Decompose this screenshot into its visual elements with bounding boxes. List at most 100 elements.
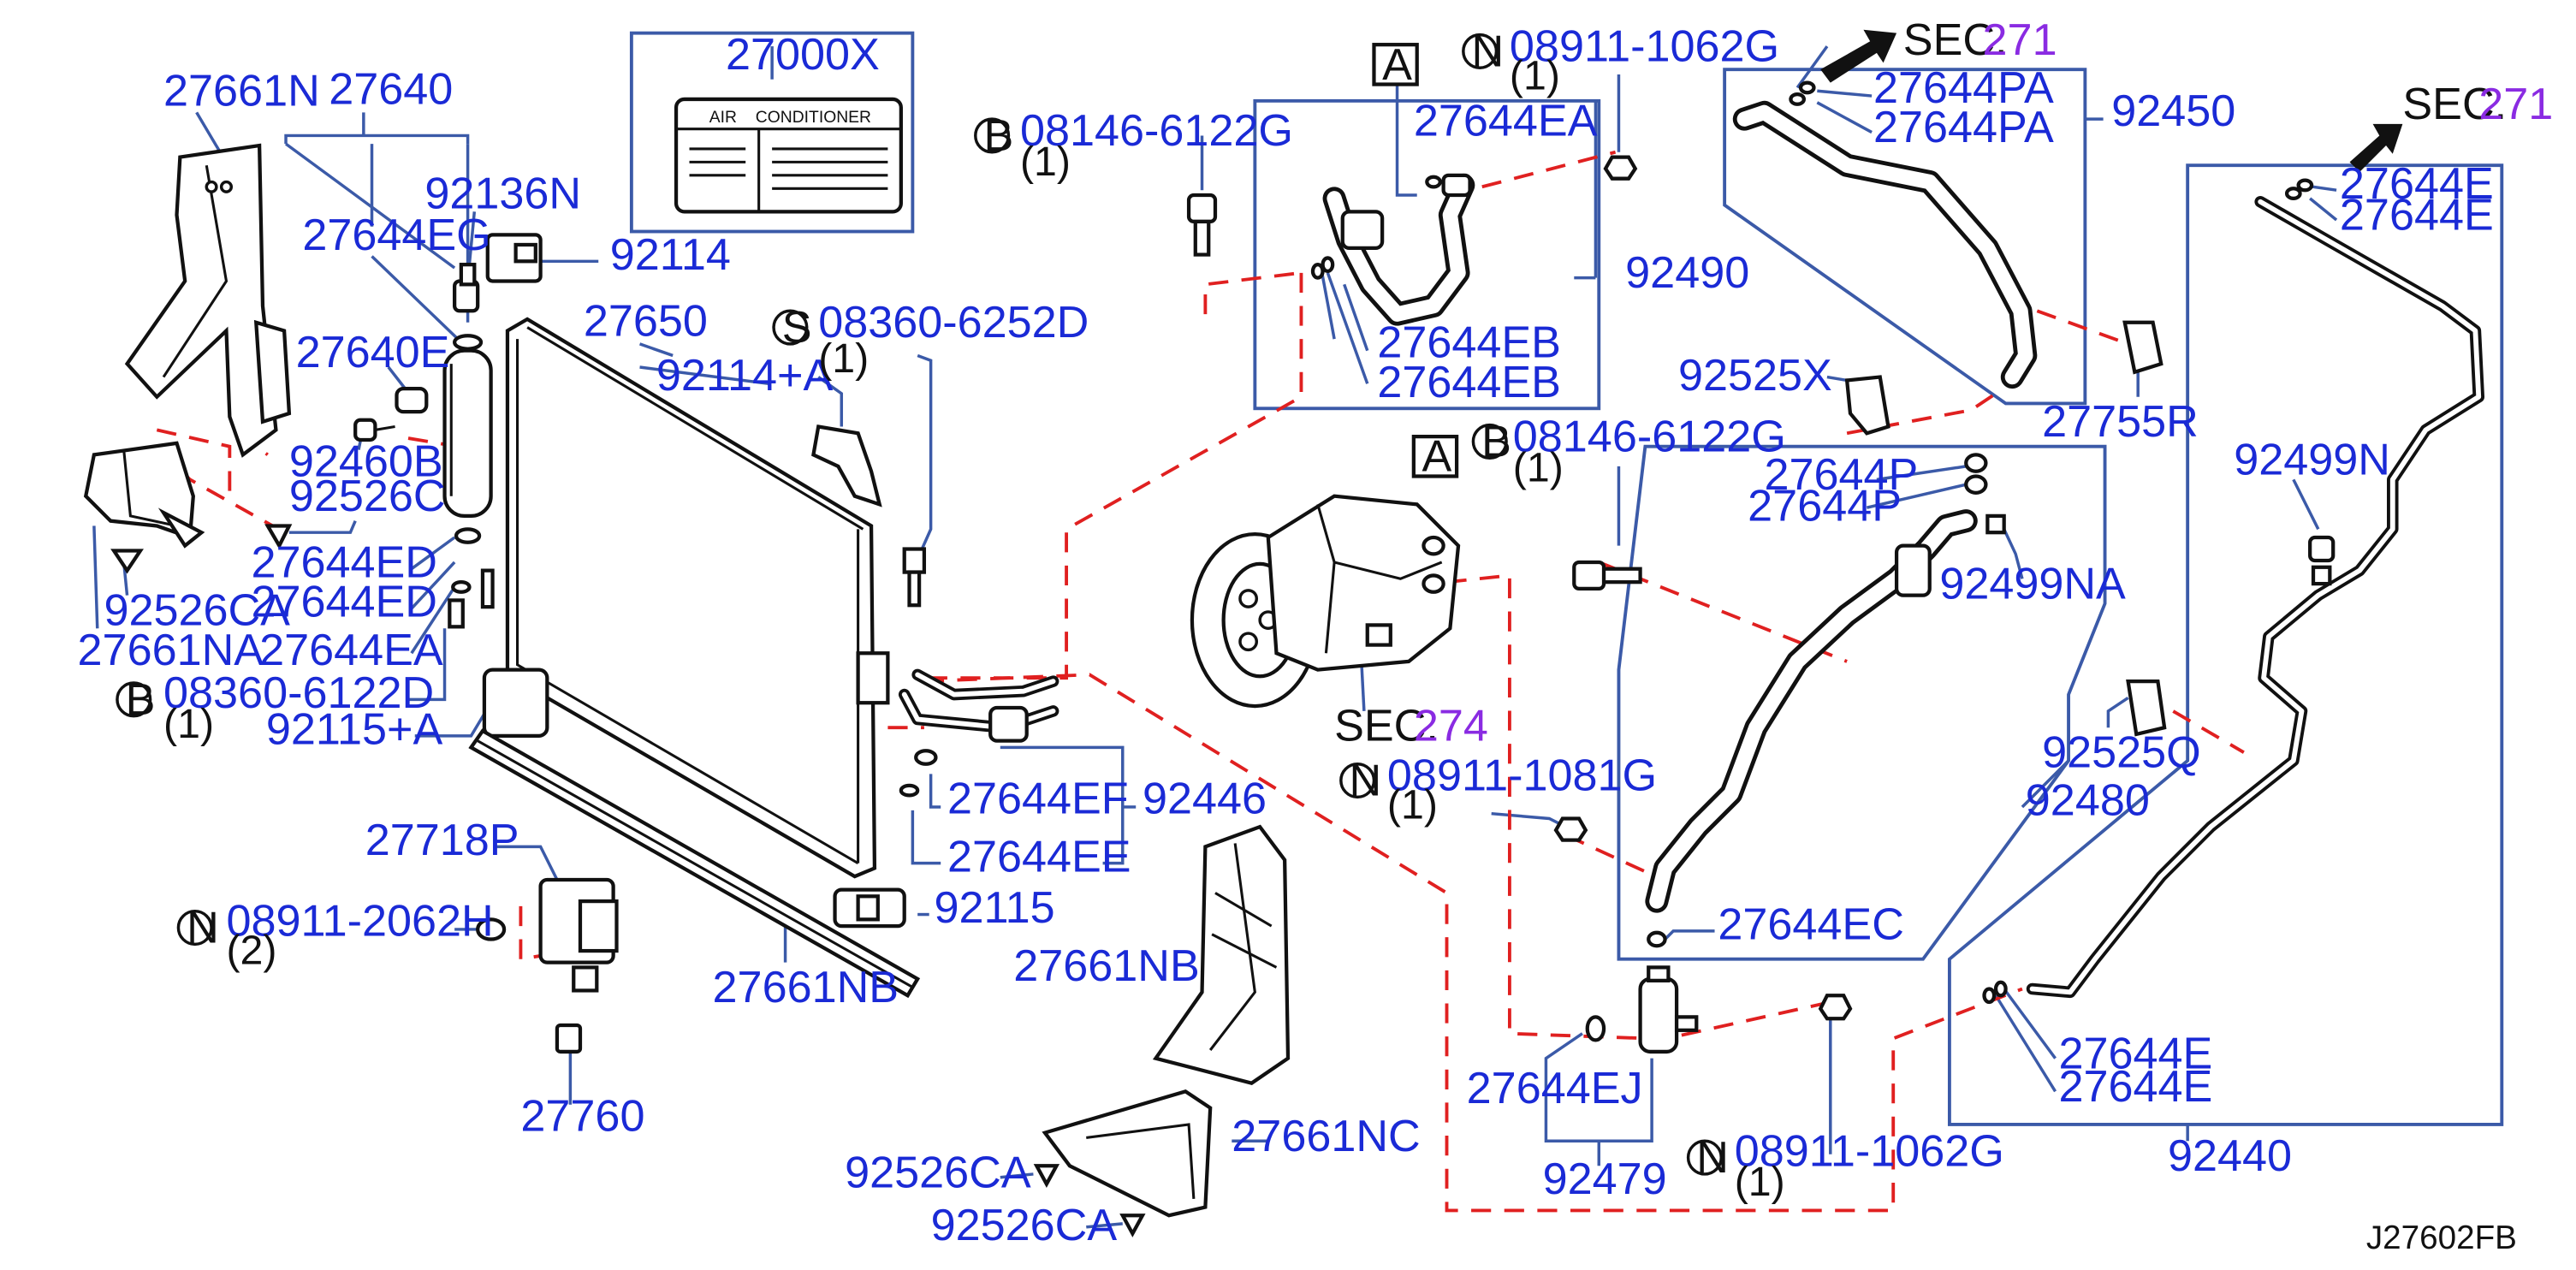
- condenser-27650: [482, 317, 890, 879]
- box-92490: [1253, 98, 1601, 411]
- sec-271-top-label: SEC.: [1903, 15, 2008, 65]
- leader-lines: [92, 45, 2338, 1229]
- label-27718P: 27718P: [365, 816, 519, 865]
- clip-92525X: [1844, 375, 1890, 436]
- label-92526C: 92526C: [289, 472, 446, 521]
- bracket-27718P: [476, 877, 619, 993]
- bolt-08360-6252D: [902, 547, 927, 608]
- qty-08911-1062G-top: (1): [1510, 52, 1560, 98]
- qty-08360-6252D: (1): [818, 335, 869, 382]
- label-92440: 92440: [2168, 1131, 2292, 1181]
- label-27661NA: 27661NA: [78, 626, 264, 675]
- compressor-sec-274: [1190, 494, 1461, 709]
- left-air-guide-27661NA: [83, 441, 205, 549]
- label-27644E-c: 27644E: [2058, 1029, 2212, 1078]
- label-92525X: 92525X: [1678, 351, 1832, 401]
- label-27644P-b: 27644P: [1748, 482, 1902, 531]
- label-27644EC: 27644EC: [1718, 900, 1903, 950]
- air-guide-27661NC: [1042, 1089, 1213, 1218]
- qty-08911-1081G: (1): [1387, 781, 1438, 828]
- label-27644EF: 27644EF: [947, 774, 1129, 824]
- label-27661NC: 27661NC: [1232, 1112, 1420, 1161]
- label-27644ED-b: 27644ED: [251, 578, 437, 627]
- air-guide-27661NB-right: [1152, 824, 1291, 1085]
- prefix-n-mid: N: [1349, 756, 1381, 805]
- label-92526CA-b: 92526CA: [931, 1201, 1118, 1250]
- nut-08911-1081G: [1553, 816, 1588, 842]
- arrow-sec-271-top: [1820, 29, 1897, 83]
- bracket-92114-A: [811, 424, 882, 507]
- qty-08911-1062G-bot: (1): [1735, 1159, 1785, 1205]
- bracket-27640E: [110, 386, 429, 574]
- label-92479: 92479: [1543, 1154, 1667, 1204]
- bracket-92115: [833, 887, 906, 929]
- label-92526CA-left: 92526CA: [104, 585, 290, 635]
- marker-a-mid-text: A: [1422, 432, 1452, 482]
- clip-92525Q: [2126, 679, 2167, 737]
- clips-92526CA: [1033, 1164, 1146, 1237]
- label-27755R: 27755R: [2042, 397, 2199, 447]
- box-92450: [1723, 68, 2087, 406]
- label-27644PA-a: 27644PA: [1873, 63, 2054, 113]
- label-92136N: 92136N: [424, 169, 581, 218]
- label-27644EB-b: 27644EB: [1377, 358, 1561, 407]
- sec-271-right-label: SEC.: [2402, 80, 2507, 129]
- prefix-n-bot: N: [1696, 1133, 1729, 1183]
- label-27640E: 27640E: [296, 328, 450, 377]
- qty-08146-6122G-top: (1): [1020, 139, 1071, 185]
- qty-08911-2062H: (2): [226, 928, 276, 974]
- label-27644EE: 27644EE: [947, 832, 1131, 881]
- hose-92480: [1645, 453, 2006, 948]
- hose-92490: [1310, 155, 1638, 326]
- label-08146-6122G-mid: 08146-6122G: [1513, 412, 1786, 462]
- label-27644EJ: 27644EJ: [1467, 1064, 1643, 1113]
- label-27644PA-b: 27644PA: [1873, 103, 2054, 152]
- label-27644E-b: 27644E: [2340, 191, 2494, 240]
- label-08911-1062G-top: 08911-1062G: [1510, 21, 1779, 71]
- label-27644EA: 27644EA: [1414, 96, 1598, 145]
- label-27644ED-a: 27644ED: [251, 537, 437, 587]
- hose-92450: [1732, 80, 2038, 389]
- caution-label: [674, 97, 903, 214]
- lower-seal-27661NB: [468, 728, 921, 999]
- marker-a-mid: [1411, 434, 1459, 478]
- label-27650: 27650: [584, 296, 708, 346]
- label-92499NA: 92499NA: [1939, 559, 2126, 608]
- sec-274-number: 274: [1414, 702, 1488, 751]
- diagram-id: J27602FB: [2366, 1220, 2517, 1256]
- label-27644EA-left: 27644EA: [259, 626, 443, 675]
- marker-a-top: [1372, 43, 1419, 86]
- label-27661NB-left: 27661NB: [713, 963, 899, 1012]
- sec-274-label: SEC.: [1334, 702, 1439, 751]
- bolt-08146-6122G-mid: [1572, 560, 1642, 591]
- label-08360-6122D: 08360-6122D: [163, 668, 434, 718]
- label-92526CA-a: 92526CA: [845, 1148, 1031, 1197]
- sec-271-right-number: 271: [2478, 80, 2553, 129]
- box-92440: [1947, 163, 2504, 1126]
- label-92525Q: 92525Q: [2042, 728, 2201, 778]
- label-92450: 92450: [2111, 86, 2235, 136]
- caution-conditioner: CONDITIONER: [756, 109, 871, 127]
- caution-air: AIR: [709, 109, 737, 127]
- label-08911-2062H: 08911-2062H: [226, 897, 493, 947]
- label-27760: 27760: [520, 1092, 644, 1142]
- qty-08360-6122D: (1): [163, 701, 214, 747]
- label-27661N: 27661N: [163, 67, 320, 116]
- label-92460B: 92460B: [289, 437, 443, 487]
- label-27644EB-a: 27644EB: [1377, 318, 1561, 367]
- prefix-b-top: B: [983, 111, 1013, 161]
- label-92499N: 92499N: [2234, 436, 2390, 485]
- prefix-n-left: N: [187, 903, 219, 952]
- label-92480: 92480: [2026, 776, 2150, 826]
- connector-27760: [555, 1023, 583, 1054]
- label-92115-A: 92115+A: [266, 705, 443, 755]
- label-92446: 92446: [1143, 774, 1267, 824]
- label-08911-1081G: 08911-1081G: [1387, 751, 1657, 801]
- expansion-valve-92479: [1585, 965, 1853, 1054]
- receiver-drier-27640: [442, 233, 543, 629]
- bolt-08146-6122G-top: [1186, 193, 1218, 257]
- marker-a-top-text: A: [1382, 40, 1412, 90]
- label-27644EG: 27644EG: [302, 211, 490, 260]
- label-08360-6252D: 08360-6252D: [818, 298, 1089, 347]
- qty-08146-6122G-mid: (1): [1513, 444, 1564, 490]
